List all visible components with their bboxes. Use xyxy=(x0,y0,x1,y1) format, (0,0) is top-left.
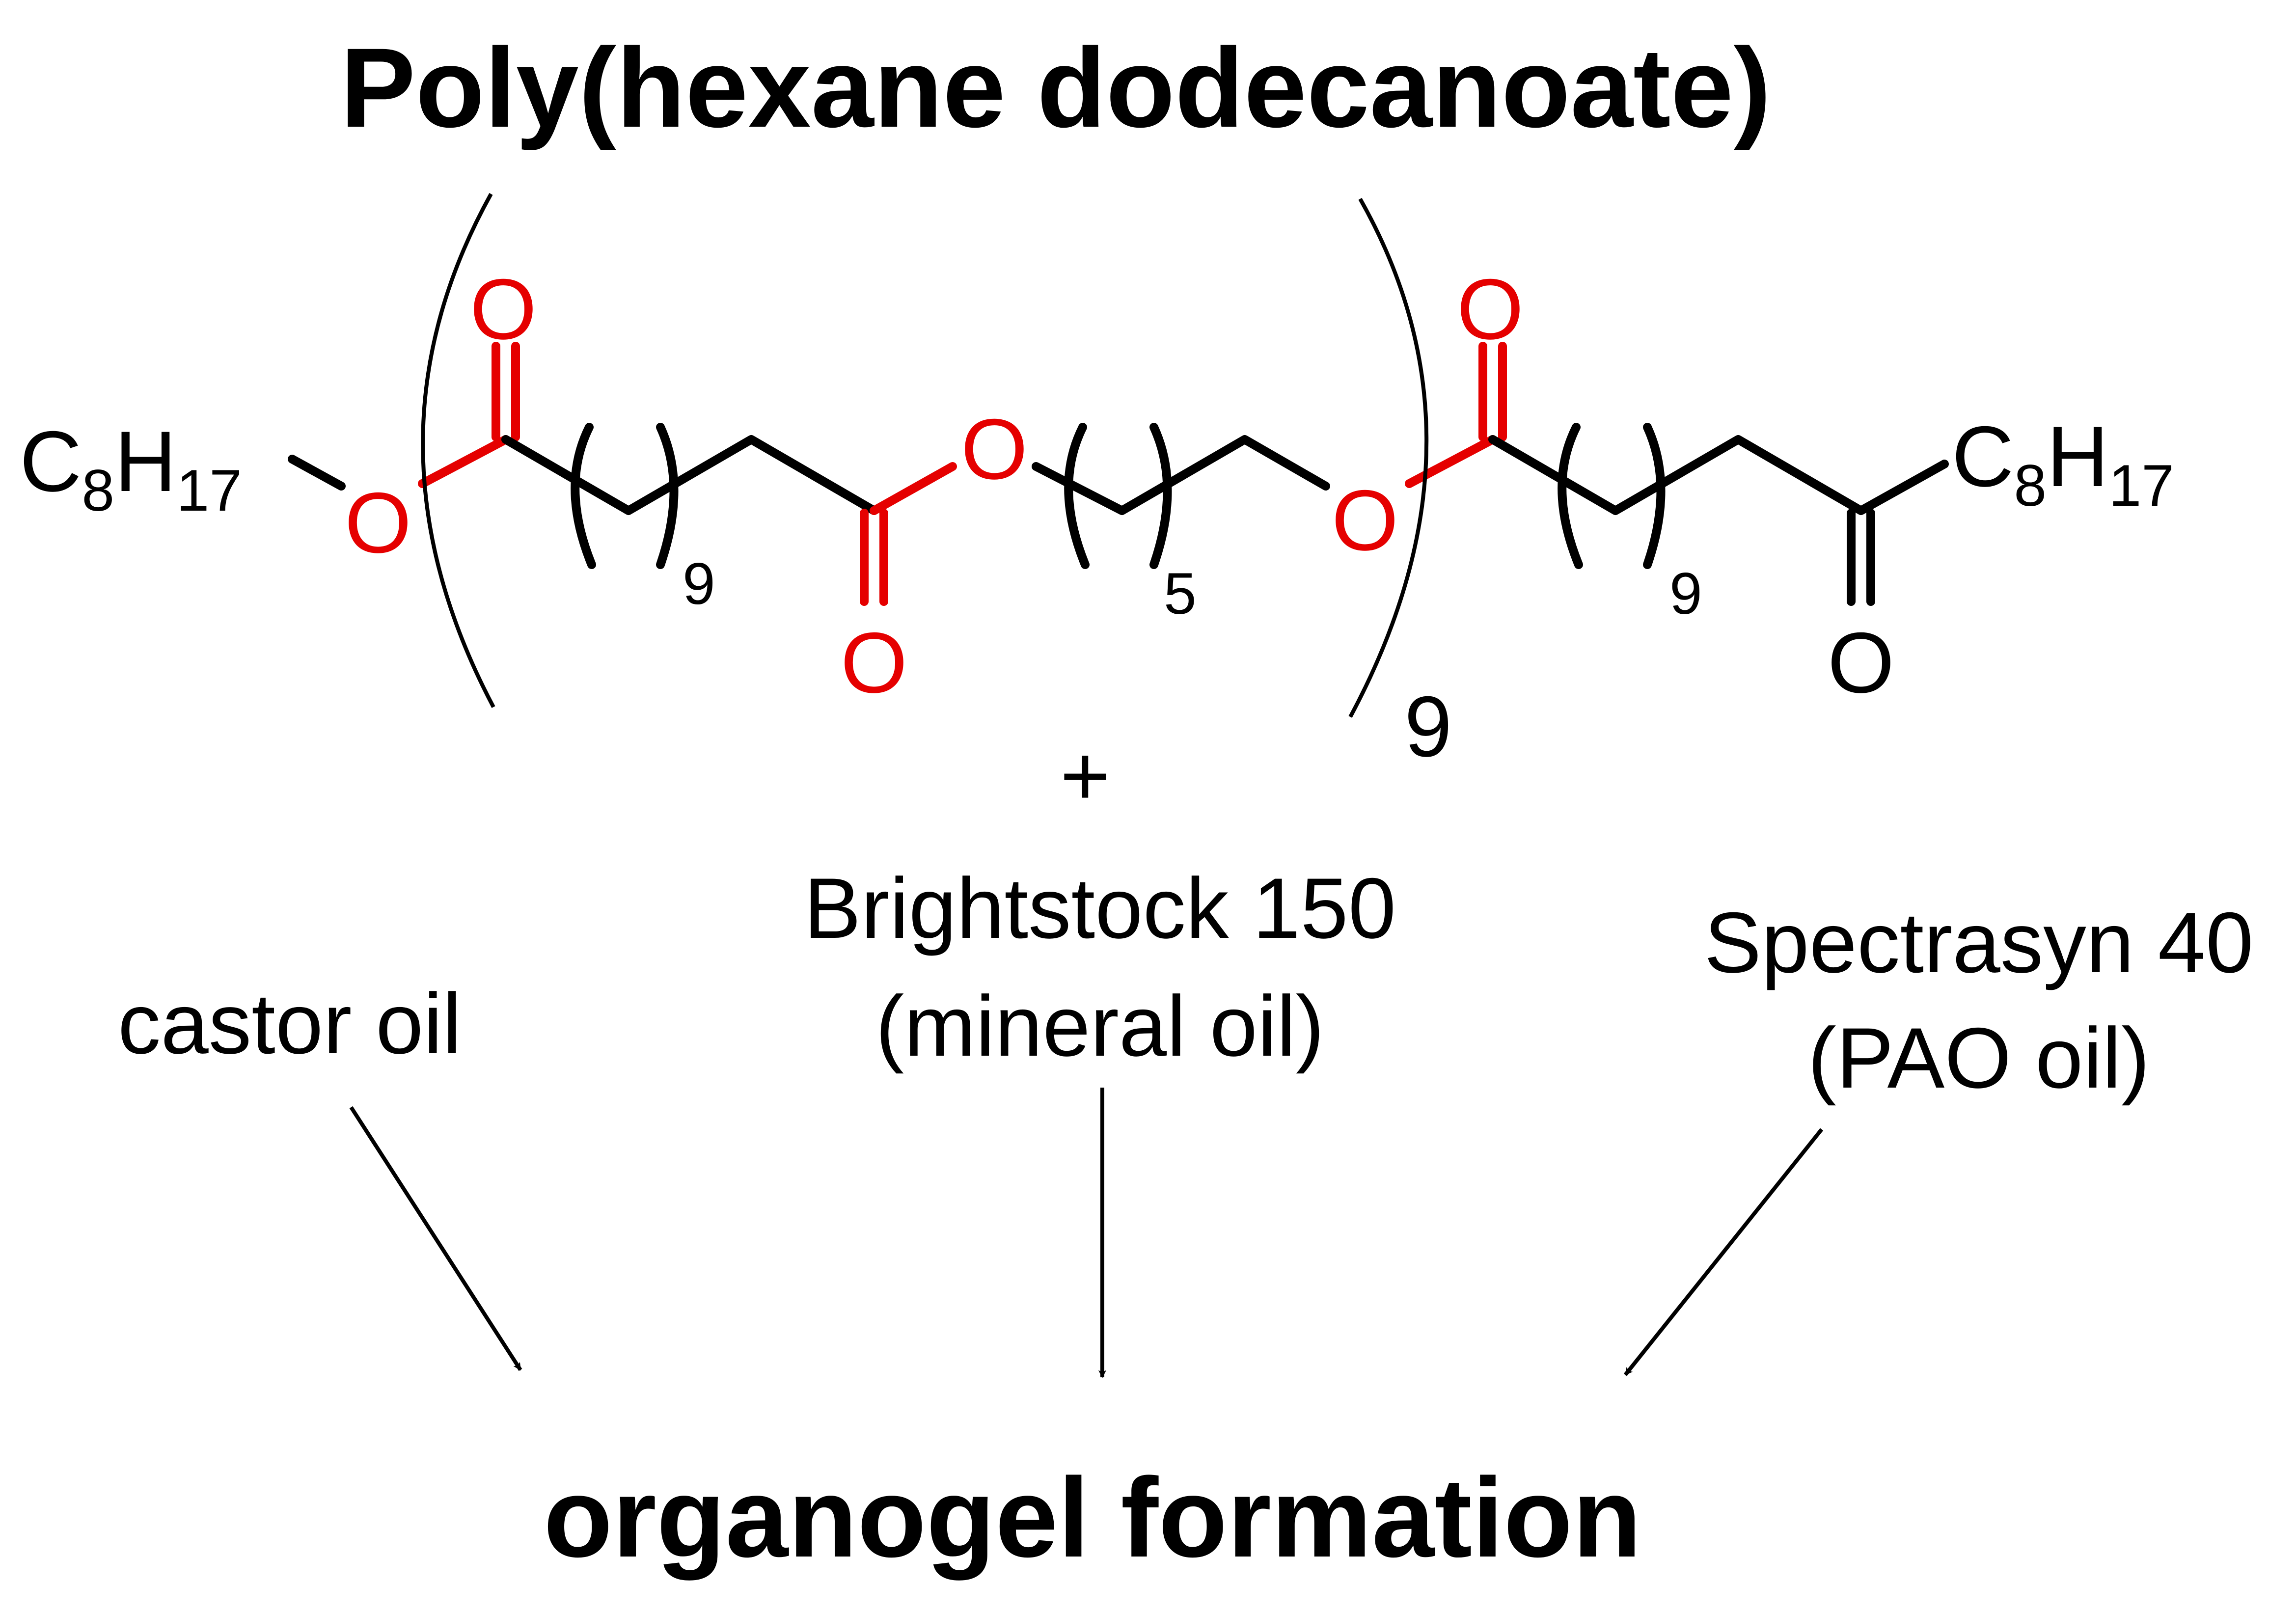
bracket-left-9a xyxy=(571,423,596,569)
arrow-castor-to-organogel xyxy=(349,1106,522,1371)
chain-5 xyxy=(1032,435,1330,515)
oxygen-ester-2: O xyxy=(961,402,1028,497)
label-mineral-oil: (mineral oil) xyxy=(875,979,1324,1074)
oxygen-ester-3: O xyxy=(1332,473,1398,569)
right-end-group: C8H17 xyxy=(1952,409,2174,519)
bond-o-c1 xyxy=(418,435,510,488)
polymer-bracket-left xyxy=(421,193,495,708)
label-castor-oil: castor oil xyxy=(118,976,462,1072)
label-brightstock-150: Brightstock 150 xyxy=(804,861,1396,956)
bond-end-left xyxy=(288,455,346,491)
chain-9-b xyxy=(1488,435,1949,515)
bracket-right-9a xyxy=(656,423,679,569)
repeat-9-a: 9 xyxy=(683,551,715,617)
repeat-5: 5 xyxy=(1164,561,1197,627)
left-end-group: C8H17 xyxy=(20,414,242,523)
oxygen-ketone: O xyxy=(1828,615,1894,711)
bracket-right-5 xyxy=(1149,423,1172,569)
polymer-repeat-9: 9 xyxy=(1404,679,1452,775)
result-organogel-formation: organogel formation xyxy=(544,1454,1641,1581)
polymer-bracket-right xyxy=(1348,198,1429,718)
polymer-structure: C8H17 O O 9 O O 5 O O xyxy=(20,193,2174,775)
bracket-right-9b xyxy=(1643,423,1666,569)
oxygen-carbonyl-1: O xyxy=(470,262,537,357)
bond-c2-o xyxy=(870,462,957,515)
arrow-spectrasyn-to-organogel xyxy=(1623,1128,1824,1376)
oxygen-carbonyl-2: O xyxy=(841,615,907,711)
chain-9-a xyxy=(501,435,878,515)
oxygen-ester-1: O xyxy=(345,475,411,571)
diagram-title: Poly(hexane dodecanoate) xyxy=(340,25,1771,151)
label-pao-oil: (PAO oil) xyxy=(1808,1011,2150,1106)
bracket-left-5 xyxy=(1064,423,1090,569)
plus-sign: + xyxy=(1060,728,1110,824)
repeat-9-b: 9 xyxy=(1669,561,1702,627)
bracket-left-9b xyxy=(1558,423,1583,569)
bond-o-c3 xyxy=(1405,435,1497,488)
label-spectrasyn-40: Spectrasyn 40 xyxy=(1704,895,2254,991)
oxygen-carbonyl-3: O xyxy=(1457,262,1524,357)
